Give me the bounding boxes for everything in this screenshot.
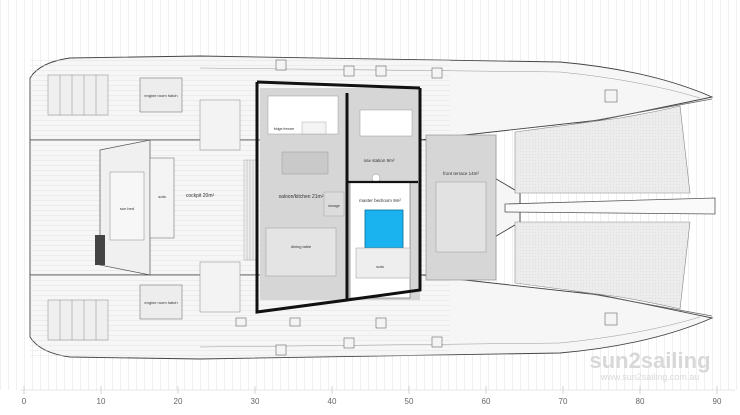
scale-tick-label: 30 — [251, 397, 260, 406]
stern-steps — [47, 74, 109, 341]
scale-tick-label: 80 — [636, 397, 645, 406]
scale-tick-label: 60 — [482, 397, 491, 406]
cockpit-doors — [243, 159, 257, 261]
dining-label: dining table — [291, 244, 312, 249]
jacuzzi — [364, 209, 404, 249]
sofa-left-label: sofa — [158, 194, 166, 199]
sofa-bottom-label: sofa — [376, 264, 384, 269]
storage — [323, 191, 345, 217]
scale-tick-label: 0 — [22, 397, 27, 406]
cabin-bottom-left — [199, 261, 241, 313]
sun-bed-label: sun bed — [120, 206, 134, 211]
cockpit-label: cockpit 20m² — [186, 193, 215, 199]
scale-tick-label: 50 — [405, 397, 414, 406]
storage-label: storage — [328, 204, 340, 208]
cockpit-sofa — [149, 157, 175, 239]
deck-hardware — [235, 59, 618, 356]
kitchen-island — [281, 151, 329, 175]
bed — [355, 247, 411, 279]
scale-tick-label: 70 — [559, 397, 568, 406]
watermark-url: www.sun2sailing.com.au — [600, 372, 700, 382]
saloon-label: saloon/kitchen 21m² — [279, 194, 324, 200]
scale-tick-label: 10 — [97, 397, 106, 406]
cabin-top-left — [199, 99, 241, 151]
engine-hatch-top-label: engine room hatch — [144, 93, 177, 98]
trampoline-top — [514, 105, 691, 194]
scale-tick-label: 40 — [328, 397, 337, 406]
helm-panel — [95, 235, 105, 265]
engine-hatch-bottom — [139, 284, 183, 320]
scale-tick-label: 20 — [174, 397, 183, 406]
cabin-walls — [255, 80, 422, 314]
sink — [301, 121, 327, 135]
scale-ticks: 0 10 20 30 40 50 60 70 80 90 — [22, 386, 722, 406]
nav-station-label: nav station 9m² — [364, 158, 395, 163]
fridge-label: fridge freezer — [274, 127, 295, 131]
engine-hatch-top — [139, 77, 183, 113]
nav-seat — [371, 173, 381, 183]
dining-area — [265, 227, 337, 277]
scale-tick-label: 90 — [713, 397, 722, 406]
watermark-brand: sun2sailing — [589, 348, 710, 373]
front-terrace-label: front terrace 14m² — [443, 171, 479, 176]
nav-desk — [359, 109, 413, 137]
master-bedroom-label: master bedroom 9m² — [359, 198, 401, 203]
trampoline-bottom — [514, 221, 691, 310]
engine-hatch-bottom-label: engine room hatch — [144, 300, 177, 305]
